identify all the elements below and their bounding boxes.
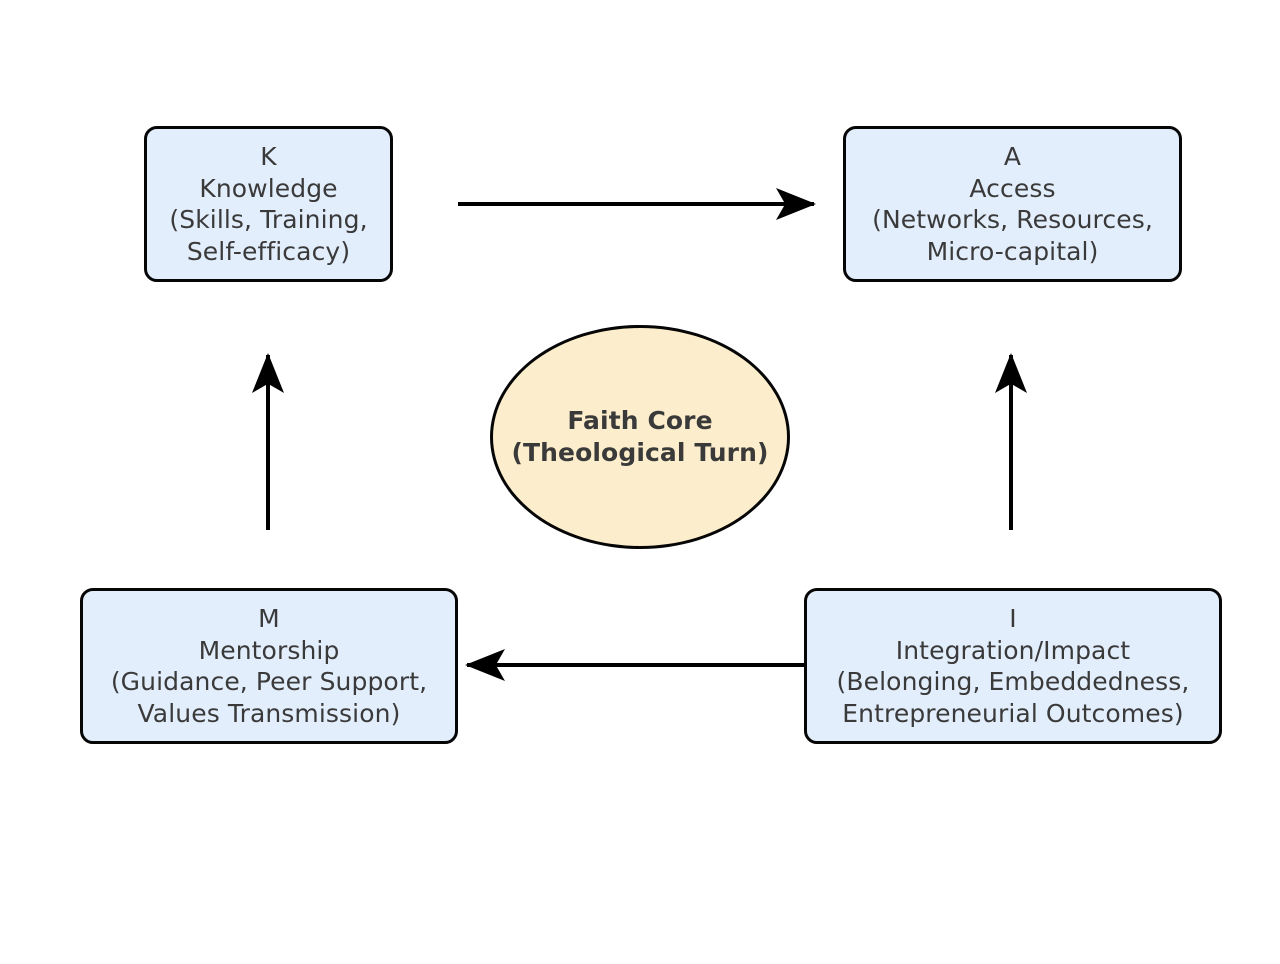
node-mentorship[interactable]: M Mentorship (Guidance, Peer Support, Va…: [80, 588, 458, 744]
node-integration-detail-1: (Belonging, Embeddedness,: [836, 667, 1190, 696]
node-faith-core-line-2: (Theological Turn): [511, 438, 769, 467]
node-integration-detail-2: Entrepreneurial Outcomes): [842, 698, 1184, 728]
node-knowledge[interactable]: K Knowledge (Skills, Training, Self-effi…: [144, 126, 393, 282]
node-integration-key: I: [1009, 604, 1017, 633]
node-access-key: A: [1003, 142, 1022, 171]
node-integration-title: Integration/Impact: [895, 635, 1131, 665]
node-access-detail-2: Micro-capital): [926, 236, 1099, 266]
node-knowledge-title: Knowledge: [199, 173, 338, 203]
node-knowledge-detail-2: Self-efficacy): [186, 236, 351, 266]
node-access[interactable]: A Access (Networks, Resources, Micro-cap…: [843, 126, 1182, 282]
node-faith-core-line-1: Faith Core: [567, 406, 713, 435]
node-mentorship-detail-2: Values Transmission): [137, 698, 401, 728]
node-knowledge-detail-1: (Skills, Training,: [169, 205, 368, 234]
node-mentorship-detail-1: (Guidance, Peer Support,: [110, 667, 428, 696]
node-access-detail-1: (Networks, Resources,: [872, 205, 1153, 234]
node-knowledge-key: K: [260, 142, 277, 171]
node-mentorship-key: M: [258, 604, 280, 633]
node-faith-core[interactable]: Faith Core (Theological Turn): [490, 325, 790, 549]
node-access-title: Access: [969, 173, 1056, 203]
node-mentorship-title: Mentorship: [198, 635, 340, 665]
node-integration-impact[interactable]: I Integration/Impact (Belonging, Embedde…: [804, 588, 1222, 744]
